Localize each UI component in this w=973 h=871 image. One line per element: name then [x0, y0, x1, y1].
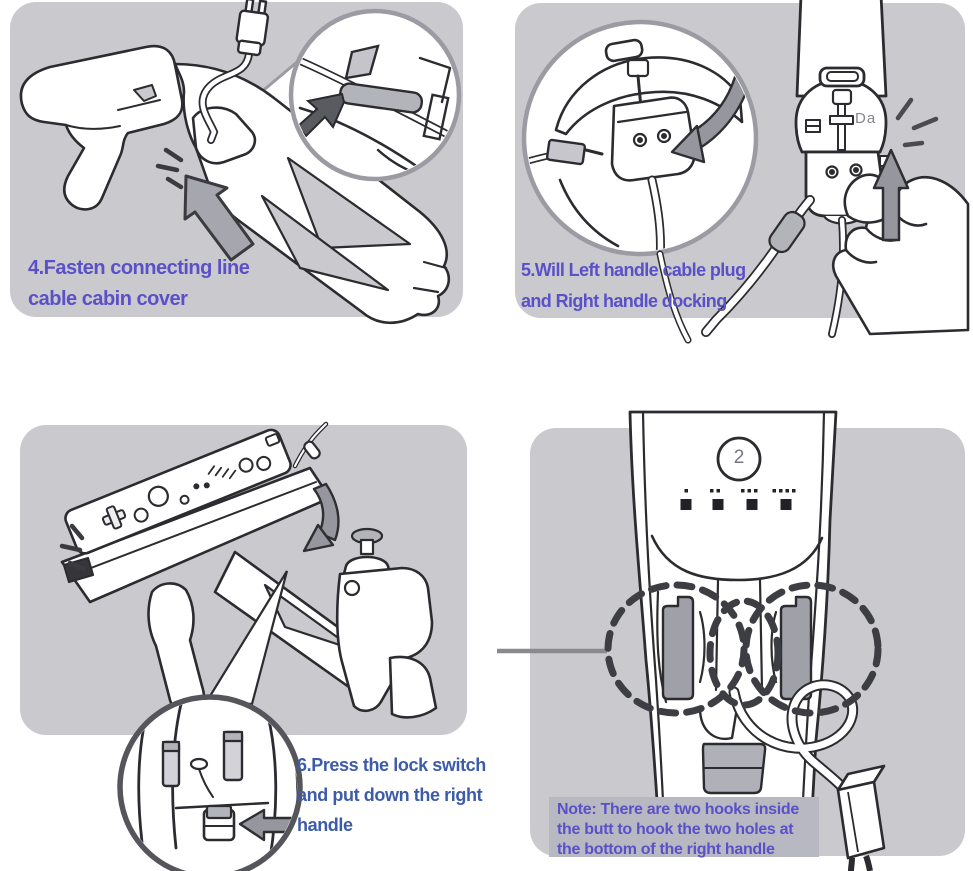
note-line1: Note: There are two hooks inside: [557, 801, 800, 818]
panel-step6-illustration: [20, 421, 467, 871]
magnifier-circle: [288, 8, 462, 182]
player-led-indicators: [680, 489, 796, 510]
up-left-arrow-icon: [183, 174, 255, 262]
step5-caption-line2: and Right handle docking: [521, 291, 727, 311]
note-text-backdrop: [549, 797, 819, 857]
step6-caption-line2: and put down the right: [297, 785, 483, 805]
emphasis-lines: [895, 97, 939, 148]
button-2-label: 2: [733, 447, 745, 468]
magnifier-circle: [117, 694, 303, 871]
step4-caption: 4.Fasten connecting line cable cabin cov…: [28, 253, 250, 315]
up-arrow-icon: [872, 148, 910, 242]
step4-caption-line2: cable cabin cover: [28, 288, 188, 310]
cable-connector: [836, 764, 886, 871]
step4-caption-line1: 4.Fasten connecting line: [28, 257, 250, 279]
emphasis-lines: [59, 523, 87, 572]
hooks: [661, 595, 813, 701]
panel-note-illustration: [497, 410, 965, 871]
step5-caption: 5.Will Left handle cable plug and Right …: [521, 255, 746, 317]
note-line2: the butt to hook the two holes at: [557, 821, 794, 838]
cable-tail: [656, 250, 692, 344]
step6-caption-line3: handle: [297, 815, 353, 835]
cable-plug: [235, 0, 270, 57]
remote-bottom: [628, 410, 838, 850]
panel-step4-illustration: [10, 0, 463, 325]
step6-caption-line1: 6.Press the lock switch: [297, 755, 486, 775]
zapper-gun: [19, 44, 451, 325]
wii-remote: [64, 428, 292, 555]
dock-label: Da: [855, 110, 877, 127]
cable-loop: [728, 679, 860, 808]
lock-switch: [202, 804, 236, 842]
curved-arrow-icon: [670, 75, 752, 164]
emphasis-lines: [155, 147, 184, 190]
remote-back-strip: [794, 0, 891, 225]
panel-step5-illustration: [515, 0, 970, 344]
step6-caption: 6.Press the lock switch and put down the…: [297, 750, 486, 840]
down-curved-arrow-icon: [302, 482, 340, 553]
dashed-highlight-ellipses: [604, 581, 882, 717]
note-line3: the bottom of the right handle: [557, 841, 775, 858]
button-2: [716, 436, 762, 482]
note-caption: Note: There are two hooks inside the but…: [557, 800, 799, 860]
connect-cable: [198, 50, 253, 144]
zapper-with-remote: [60, 421, 438, 719]
magnifier-circle: [521, 19, 759, 257]
step5-caption-line1: 5.Will Left handle cable plug: [521, 260, 746, 280]
